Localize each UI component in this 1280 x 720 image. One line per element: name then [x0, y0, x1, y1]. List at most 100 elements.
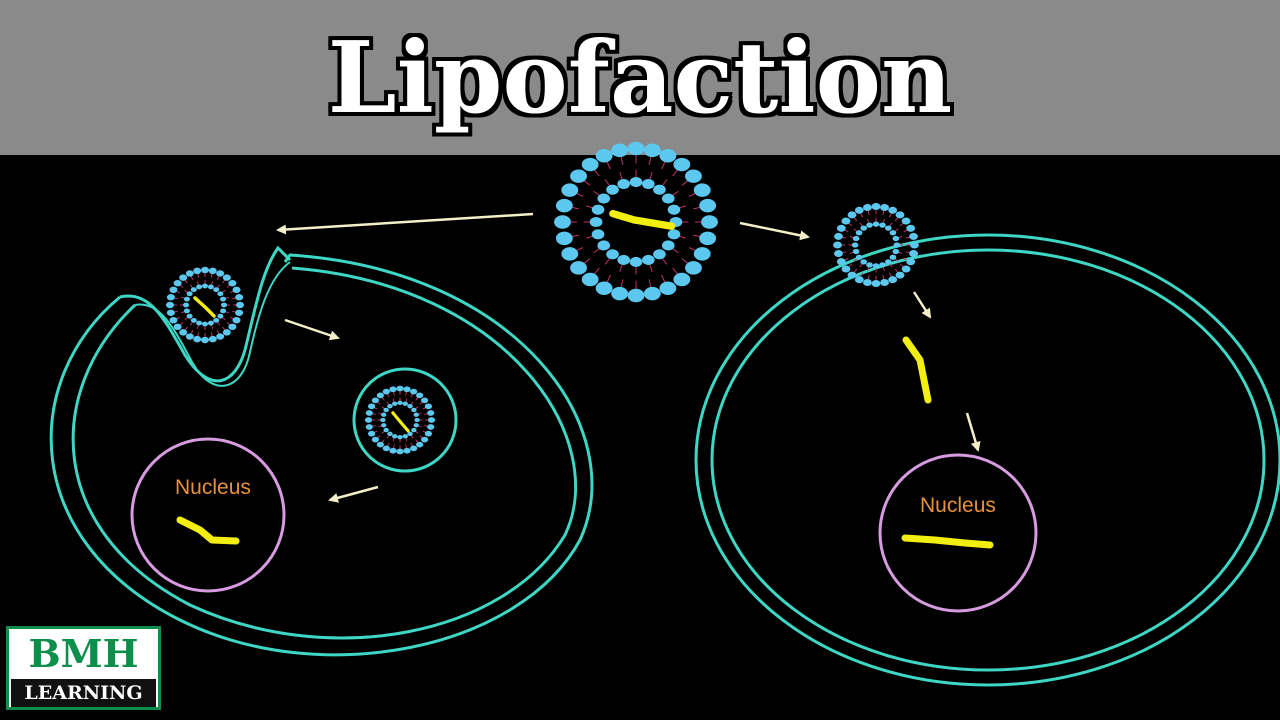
lipid-head [397, 400, 403, 406]
lipid-head [888, 276, 898, 284]
dna-in-left-nucleus [176, 516, 240, 545]
lipid-head [416, 441, 424, 448]
lipid-head [414, 417, 420, 423]
lipid-head [851, 242, 859, 248]
lipid-head [186, 291, 193, 297]
lipid-head [699, 231, 717, 246]
lipid-head [895, 211, 905, 219]
lipid-head [190, 317, 197, 323]
lipid-head [413, 412, 419, 417]
lipid-head [888, 206, 898, 214]
lipid-head [416, 392, 424, 399]
lipid-head [392, 434, 398, 439]
lipid-head [424, 403, 432, 410]
lipid-head [382, 445, 390, 452]
lipid-head [421, 436, 429, 443]
lipid-head [854, 206, 864, 214]
lipid-head [847, 211, 857, 219]
lipid-head [383, 407, 389, 413]
lipid-head [841, 217, 851, 225]
lipid-head [653, 184, 666, 195]
lipoplex-main [554, 141, 718, 303]
lipid-head [387, 404, 393, 409]
lipid-head [411, 427, 417, 433]
left-cell-invagination-inner [134, 261, 291, 387]
lipid-head [841, 265, 851, 273]
title-bar: Lipofaction [0, 0, 1280, 155]
lipoplex-right [833, 202, 919, 288]
lipid-head [173, 323, 182, 331]
lipid-head [892, 235, 900, 242]
dna-strands [176, 336, 994, 549]
lipid-head [208, 335, 217, 343]
lipid-head [836, 258, 846, 266]
lipid-head [368, 403, 376, 410]
logo-wordmark: BMH [11, 630, 156, 678]
lipid-head [232, 316, 241, 324]
lipid-head [365, 424, 373, 430]
right-nucleus [878, 453, 1038, 613]
lipid-head [213, 287, 220, 293]
lipid-head [396, 385, 404, 392]
lipid-head [893, 242, 901, 248]
lipid-head [833, 241, 842, 249]
lipid-head [235, 309, 244, 316]
lipid-head [169, 316, 178, 324]
lipid-head [661, 240, 675, 251]
lipid-head [880, 279, 889, 287]
lipid-head [411, 407, 417, 413]
lipid-head [201, 336, 209, 344]
lipid-head [427, 424, 435, 430]
dna-in-lipoplex [193, 296, 216, 318]
left-nucleus [130, 437, 286, 593]
lipid-head [611, 286, 629, 301]
dna-in-lipoplex [391, 411, 410, 433]
lipid-head [179, 274, 188, 281]
lipid-head [217, 313, 224, 319]
lipid-head [421, 397, 429, 404]
lipid-head [860, 259, 868, 265]
lipid-head [852, 235, 860, 242]
lipid-head [196, 284, 203, 290]
lipid-head [847, 271, 857, 279]
lipid-head [381, 412, 387, 417]
lipid-head [643, 286, 661, 301]
lipid-head [222, 274, 231, 281]
nucleus-label-left: Nucleus [175, 476, 251, 499]
left-cell [49, 245, 594, 657]
lipid-head [220, 296, 227, 302]
lipid-head [595, 149, 613, 163]
lipid-head [895, 271, 905, 279]
lipid-head [410, 445, 418, 452]
arrow-to-right-cell [739, 221, 810, 241]
lipid-head [166, 301, 174, 309]
lipid-head [701, 215, 718, 229]
lipid-head [202, 321, 208, 327]
right-cell [694, 233, 1280, 687]
lipid-head [854, 276, 864, 284]
left-cell-inner-membrane [71, 266, 577, 640]
bmh-learning-logo: BMH LEARNING [6, 626, 161, 710]
lipid-head [236, 301, 244, 309]
lipid-head [207, 320, 214, 326]
lipid-head [202, 283, 208, 289]
lipid-head [889, 254, 897, 260]
lipid-head [673, 157, 691, 172]
lipid-head [667, 229, 681, 240]
lipid-head [169, 286, 178, 294]
lipid-head [407, 404, 413, 409]
lipid-head [884, 259, 892, 265]
lipid-head [396, 448, 404, 455]
lipid-head [222, 329, 231, 336]
lipid-head [570, 261, 587, 275]
lipid-head [855, 230, 863, 236]
lipid-head [232, 286, 241, 294]
lipid-head [402, 401, 408, 406]
lipid-head [892, 248, 900, 255]
lipid-head [193, 267, 202, 275]
lipid-head [910, 241, 919, 249]
lipid-head [179, 329, 188, 336]
dna-in-lipoplex [609, 209, 676, 230]
lipid-head [591, 204, 605, 215]
